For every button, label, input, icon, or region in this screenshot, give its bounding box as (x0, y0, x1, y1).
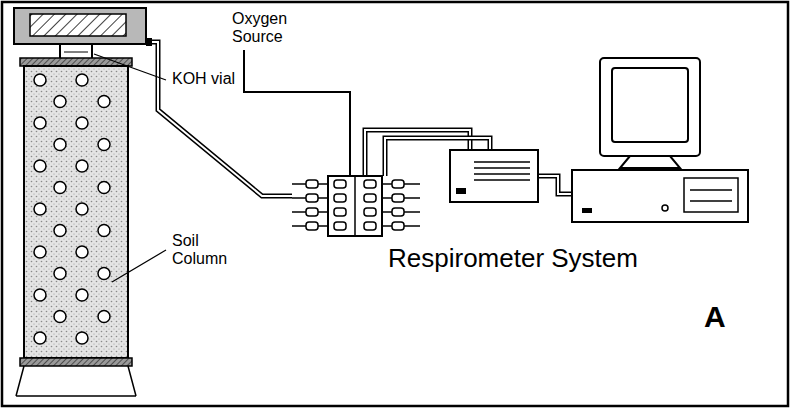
part-label: Soil Column (172, 232, 234, 269)
valve-row (292, 208, 420, 216)
soil-aggregate (54, 268, 66, 280)
soil-aggregate (76, 160, 88, 172)
soil-body (24, 66, 128, 358)
computer-case (572, 170, 748, 222)
soil-aggregate (34, 332, 46, 344)
valve-row (292, 222, 420, 230)
part-label: KOH vial (172, 70, 262, 88)
part-label: Oxygen Source (232, 10, 306, 47)
leader-lines (94, 54, 166, 282)
bottom-plate (20, 358, 132, 366)
soil-aggregate (54, 139, 66, 151)
soil-aggregate (34, 246, 46, 258)
soil-aggregate (54, 182, 66, 194)
soil-aggregate (76, 203, 88, 215)
soil-aggregate (76, 117, 88, 129)
soil-aggregate (98, 182, 110, 194)
soil-aggregate (34, 160, 46, 172)
soil-aggregate (34, 74, 46, 86)
valve-row (292, 180, 420, 188)
soil-aggregate (76, 74, 88, 86)
soil-aggregate (76, 289, 88, 301)
soil-aggregate (54, 225, 66, 237)
soil-aggregate (76, 246, 88, 258)
cap-fitting (146, 38, 152, 46)
monitor-stand (620, 156, 680, 168)
computer (572, 58, 748, 222)
respirometer-unit (450, 150, 538, 202)
soil-aggregate (54, 96, 66, 108)
leader-line (112, 250, 166, 282)
panel-letter: A (704, 300, 744, 335)
soil-aggregate (98, 268, 110, 280)
valve-row (292, 194, 420, 202)
vial-level (64, 52, 88, 53)
soil-aggregate (98, 311, 110, 323)
valve-manifold (292, 176, 420, 236)
soil-aggregate (34, 203, 46, 215)
part-label: Respirometer System (388, 244, 688, 274)
soil-aggregate (34, 117, 46, 129)
soil-aggregate (34, 289, 46, 301)
soil-aggregates (34, 74, 110, 344)
soil-aggregate (98, 225, 110, 237)
soil-aggregate (98, 139, 110, 151)
soil-aggregate (98, 96, 110, 108)
soil-aggregate (76, 332, 88, 344)
cap-insert (30, 14, 126, 36)
soil-aggregate (54, 311, 66, 323)
manifold-block (328, 176, 382, 236)
monitor (600, 58, 700, 156)
leader-line (94, 54, 166, 80)
soil-column (14, 8, 152, 396)
column-cap (14, 8, 146, 44)
valve-rows (292, 180, 420, 230)
column-stand (16, 366, 136, 396)
monitor-screen (612, 68, 688, 142)
